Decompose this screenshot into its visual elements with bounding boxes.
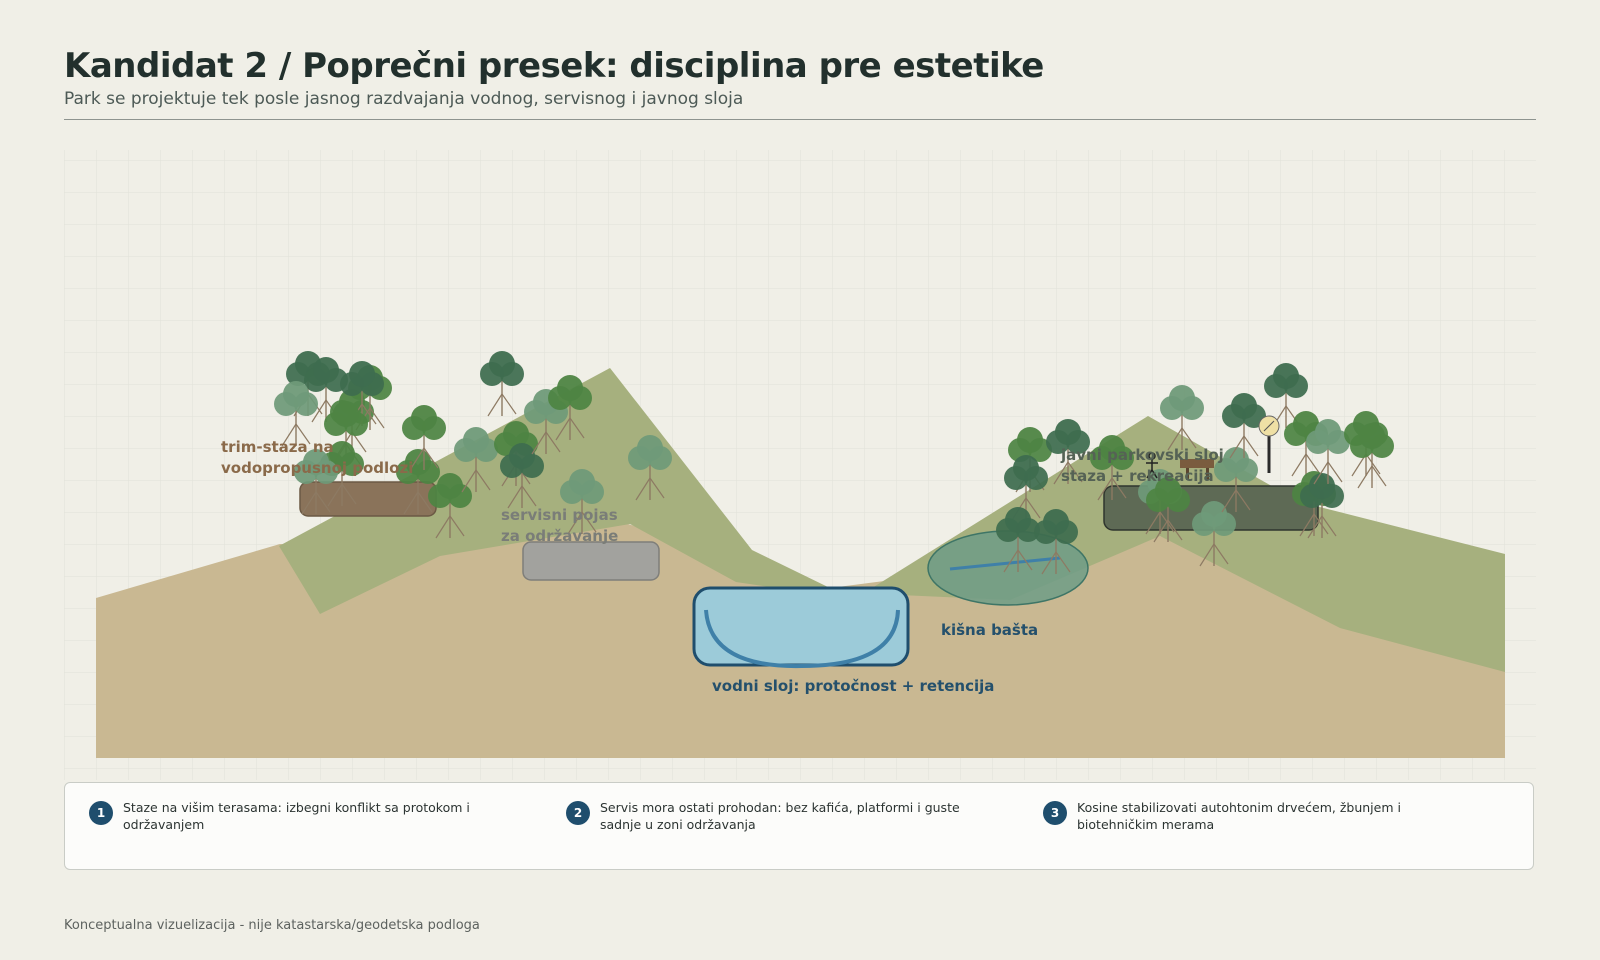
trim-trail-label: trim-staza na vodopropusnoj podlozi (221, 438, 413, 477)
tree-icon (274, 381, 318, 447)
water-curve (704, 609, 900, 669)
vegetation-slope-left (279, 368, 830, 614)
note-number-badge: 2 (566, 801, 590, 825)
note-text: Servis mora ostati prohodan: bez kafića,… (600, 800, 960, 832)
page-title: Kandidat 2 / Poprečni presek: disciplina… (64, 46, 1044, 86)
service-band-label: servisni pojas za održavanje (501, 506, 623, 545)
tree-icon (1306, 419, 1350, 485)
tree-icon (428, 473, 472, 539)
tree-icon (560, 469, 604, 535)
tree-icon (1160, 385, 1204, 451)
tree-icon (1214, 447, 1258, 513)
tree-icon (628, 435, 672, 501)
tree-icon (1350, 423, 1394, 489)
notes-panel: 1 Staze na višim terasama: izbegni konfl… (64, 782, 1534, 870)
tree-icon (454, 427, 498, 493)
service-band-label-line2: za održavanje (501, 527, 618, 545)
tree-icon (1034, 509, 1078, 575)
note-number-badge: 1 (89, 801, 113, 825)
water-layer-label: vodni sloj: protočnost + retencija (712, 677, 994, 695)
bench-icon (1180, 459, 1214, 480)
rain-garden-line (949, 556, 1061, 571)
tree-icon (996, 507, 1040, 573)
public-layer-label: javni parkovski sloj staza + rekreacija (1060, 446, 1229, 485)
trim-trail-label-line2: vodopropusnoj podlozi (221, 459, 413, 477)
service-band-label-line1: servisni pojas (501, 506, 618, 524)
tree-icon (294, 449, 338, 515)
person-icon (1146, 452, 1158, 479)
service-band (522, 541, 660, 581)
note-2: 2 Servis mora ostati prohodan: bez kafić… (566, 799, 986, 833)
public-layer-label-line1: javni parkovski sloj (1060, 446, 1224, 464)
tree-icon (500, 443, 544, 509)
public-layer-label-line2: staza + rekreacija (1061, 467, 1214, 485)
tree-icon (1146, 477, 1190, 543)
trim-trail-label-line1: trim-staza na (221, 438, 334, 456)
water-basin (692, 586, 910, 667)
tree-icon (1090, 435, 1134, 501)
rain-garden-label: kišna bašta (941, 621, 1038, 639)
footer-disclaimer: Konceptualna vizuelizacija - nije katast… (64, 918, 480, 933)
tree-icon (548, 375, 592, 441)
lamp-icon (1258, 415, 1280, 473)
note-text: Kosine stabilizovati autohtonim drvećem,… (1077, 800, 1401, 832)
vegetation-slope-right (872, 416, 1505, 672)
tree-icon (1264, 363, 1308, 429)
tree-group (274, 351, 1394, 575)
tree-icon (1046, 419, 1090, 485)
tree-icon (480, 351, 524, 417)
tree-icon (1192, 501, 1236, 567)
tree-icon (324, 401, 368, 467)
header: Kandidat 2 / Poprečni presek: disciplina… (64, 44, 1536, 110)
note-3: 3 Kosine stabilizovati autohtonim drveće… (1043, 799, 1463, 833)
header-divider (64, 119, 1536, 120)
note-number-badge: 3 (1043, 801, 1067, 825)
page-subtitle: Park se projektuje tek posle jasnog razd… (64, 89, 744, 109)
note-text: Staze na višim terasama: izbegni konflik… (123, 800, 470, 832)
tree-icon (402, 405, 446, 471)
note-1: 1 Staze na višim terasama: izbegni konfl… (89, 799, 509, 833)
